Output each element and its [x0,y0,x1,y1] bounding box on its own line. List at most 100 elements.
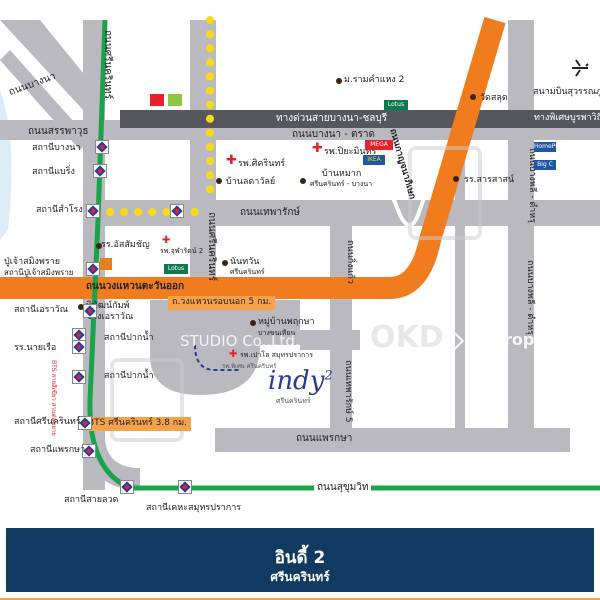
road-network [0,20,600,490]
place-dot [336,78,342,84]
label-srinakarin: ถนนศรีนครินทร์ [206,212,217,282]
bts-station-icon [78,416,92,430]
station-sailuat: สถานีสายลวด [64,495,119,505]
footer-title: อินดี้ 2 [274,548,326,568]
road-ring-south [150,300,300,395]
label-bangna-trat: ถนนบางนา - ตราด [292,129,375,140]
label-thepharak: ถนนเทพารักษ์ [240,207,300,218]
station-naval: รร.นายเรือ [14,343,57,353]
road-outer-ring [0,16,506,299]
bts-station-icon [86,262,100,276]
bts-station-icon [95,140,109,154]
place-dot [300,178,306,184]
road-expressway [120,110,600,128]
hospital-icon: ✚ [162,235,171,246]
place-dot [216,178,222,184]
water-area [0,90,12,240]
station-erawan: สถานีเอราวัณ [14,305,68,315]
hospital-icon: ✚ [312,141,323,156]
place-rr-sarasas: รร.สารสาสน์ [464,175,515,185]
station-pu-chao-top: ปู่เจ้าสมิงพราย [4,257,61,267]
road-small [455,160,465,430]
label-srinakarin-top: ถนนศรีนครินทร์ [102,30,113,100]
station-bangna: สถานีบางนา [32,143,81,153]
bts-station-icon [72,340,86,354]
lotus-logo: Lotus [164,264,188,274]
project-route [194,344,240,371]
place-nantawan: นันทวัน [230,257,260,267]
place-ban-ladawan: บ้านลดาวัลย์ [226,177,276,187]
shop-logo [100,258,112,270]
watermark-okd: OKD [370,320,444,355]
bts-station-icon [72,370,86,384]
hospital-icon: ✚ [229,349,238,360]
place-wat: วัดสลุด [480,93,508,103]
footer-banner: อินดี้ 2 ศรีนครินทร์ [6,528,594,592]
hospital-icon: ✚ [226,153,237,168]
footer-subtitle: ศรีนครินทร์ [270,570,330,584]
watermark-shape-2 [110,358,184,442]
place-bang-khun: บางขุนเทียน [258,329,296,337]
ring-main [0,16,506,299]
ikea-logo: IKEA [363,155,385,165]
place-hosp-jullajaksi: รพ.จุฬารัตน์ 2 [160,247,204,255]
place-phiphat: พิพัฒน์กัมพ์ [86,301,130,311]
place-rr-assumption: รร.อัสสัมชัญ [101,240,150,250]
station-paknam-2: สถานีปากน้ำ [104,371,154,381]
mega-logo: MEGA [365,140,393,150]
place-mukban: หมู่บ้านพฤกษา [258,317,315,327]
place-dot [250,320,256,326]
place-dot [222,260,228,266]
label-outer-ring: ถนนวงแหวนตะวันออก [86,281,185,292]
station-samrong: สถานีสำโรง [36,205,83,215]
station-phraeksa: สถานีแพรกษา [30,445,86,455]
place-nantawan-sub: ศรีนครินทร์ [230,268,265,276]
place-ramkhamhaeng: ม.รามคำแหง 2 [344,75,405,85]
road-bangphli [508,20,534,450]
label-sukhumvit: ถนนสุขุมวิท [314,482,372,494]
label-sanphawut: ถนนสรรพาวุธ [28,126,89,137]
road-ring-south-ext [300,330,360,350]
station-bearing: สถานีแบริ่ง [32,167,75,177]
label-thepharak5: ถนนเทพารักษ์ 5 [343,360,353,423]
bts-station-icon [170,204,184,218]
bts-station-icon [82,444,96,458]
bts-station-icon [83,304,97,318]
shop-logo [150,94,164,106]
tag-bts-srinakarin: BTS ศรีนครินทร์ 3.8 กม. [84,417,191,431]
tag-ring-5km: ถ.วงแหวนรอบนอก 5 กม. [168,296,276,310]
place-hosp-piyamin: รพ.ปิยะมินทร์ [324,147,377,157]
station-pu-chao: สถานีปู่เจ้าสมิงพราย [4,268,74,277]
watermark-shape [408,146,482,240]
station-srinakarin: สถานีศรีนครินทร์ [14,417,81,427]
project-logo-text: indy [268,366,325,396]
bts-station-icon [93,164,107,178]
watermark-studio: STUDIO Co.,Ltd. [180,332,300,350]
label-king-kaew: ถนนกิ่งแก้ว [345,240,355,284]
place-dot [96,243,102,249]
lotus-logo: Lotus [384,100,408,110]
bts-station-icon [178,480,192,494]
bts-station-icon [120,480,134,494]
project-logo-sub: ศรีนครินทร์ [276,397,311,405]
shop-logo [168,94,182,106]
label-green-line-note: BTS สายสีเขียว ส่วนต่อขยาย [50,360,57,436]
label-phraeksa: ถนนแพรกษา [296,433,353,444]
road-bangna-left [0,20,105,112]
place-hosp-chularat: รพ.เปาโล สมุทรปราการ [240,351,313,359]
place-dot [470,94,476,100]
homepro-logo: HomePro [534,142,562,152]
place-hosp-sikarin: รพ.ศิครินทร์ [238,159,286,169]
label-airport-road: ทางพิเศษบูรพาวิถี [534,113,600,123]
place-ban-mai: บ้านหมาก [322,169,362,179]
place-dot [453,176,459,182]
watermark-dd: DDproperty [435,326,571,355]
project-logo-num: 2 [324,368,333,384]
place-chang-erawan: ช้างเอราวัณ [86,312,134,322]
place-srinakarin-nanao: ศรีนครินทร์ - บางนา [310,180,373,188]
bts-station-icon [86,204,100,218]
label-bangphli: ถนนบางพลี - ตำหรุ [525,260,535,335]
bottom-accent-line [0,598,600,600]
